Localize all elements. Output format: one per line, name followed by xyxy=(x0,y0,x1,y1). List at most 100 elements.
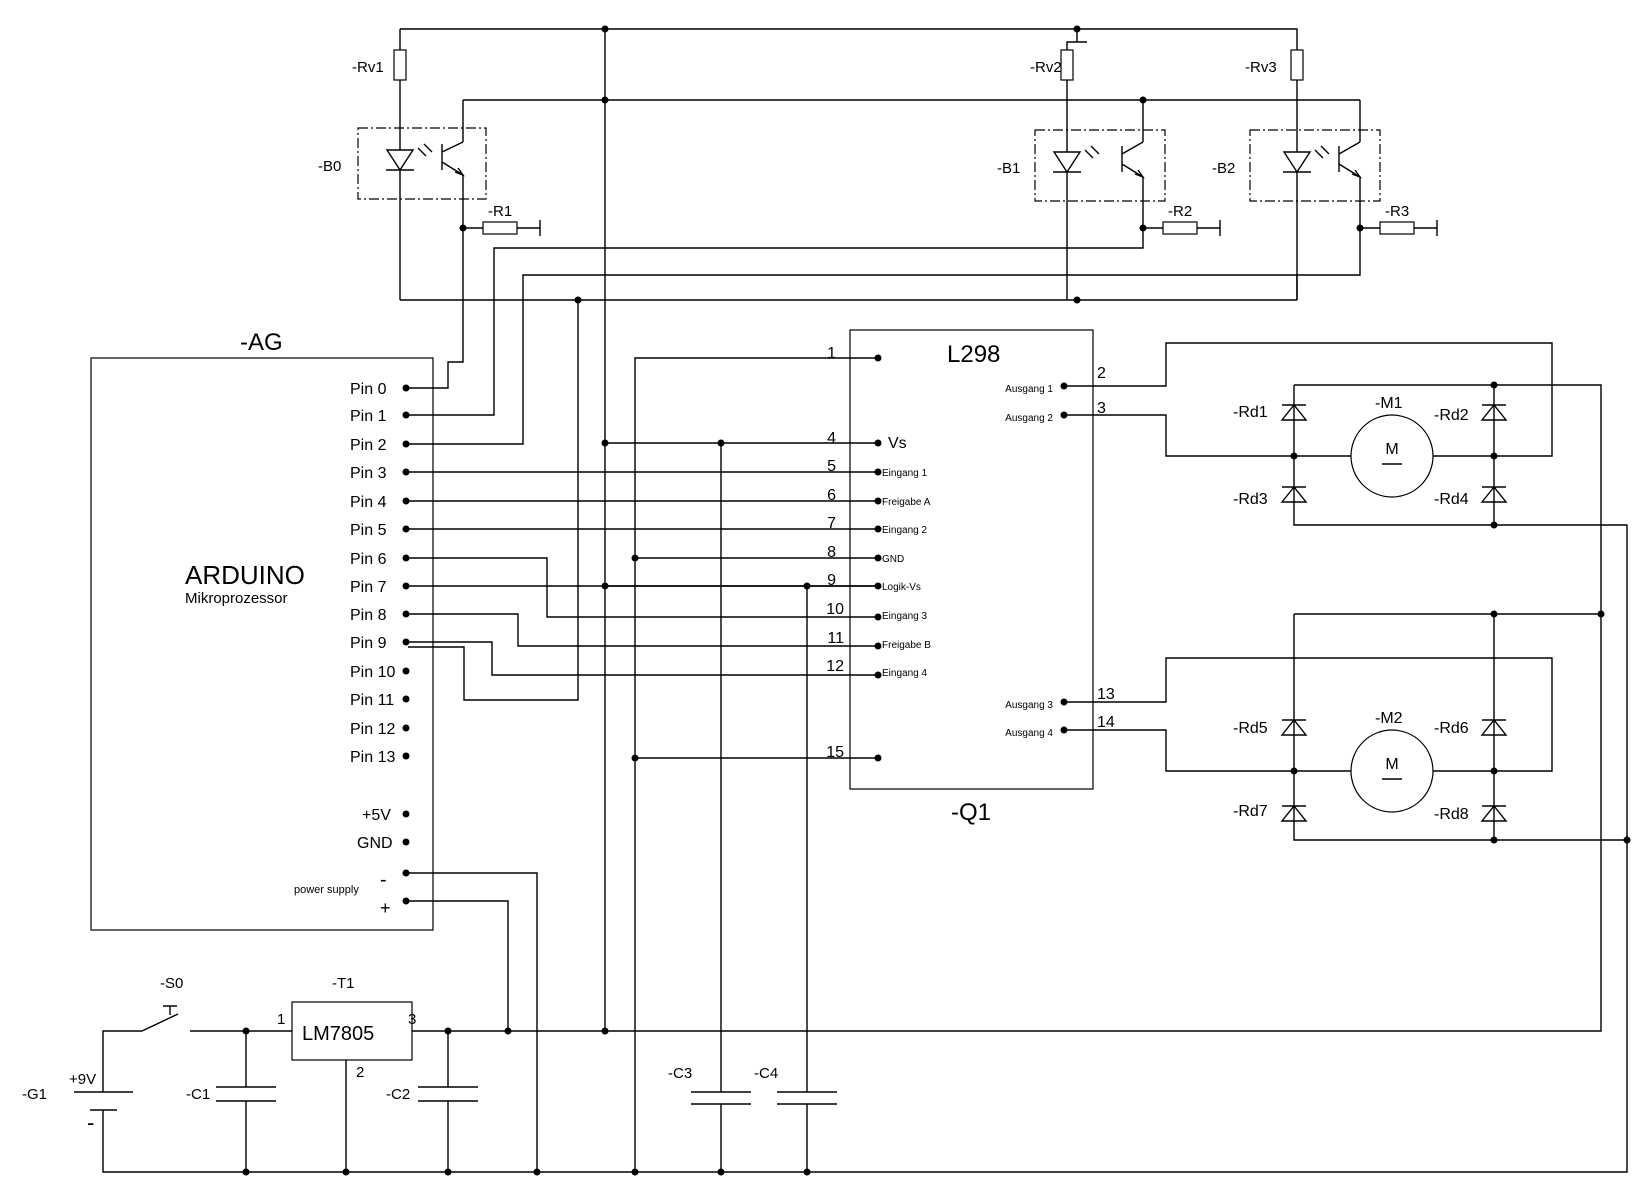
resistor-rv2 xyxy=(1060,49,1074,81)
pin-number: 2 xyxy=(1097,365,1106,382)
b1-label: -B1 xyxy=(997,160,1020,177)
rd4-label: -Rd4 xyxy=(1434,491,1469,508)
reg-pin-out: 3 xyxy=(408,1011,416,1028)
arduino-pin-list: Pin 0 Pin 1 Pin 2 Pin 3 Pin 4 Pin 5 Pin … xyxy=(294,381,395,918)
pin-name: Freigabe B xyxy=(882,640,931,651)
pin-label: Pin 13 xyxy=(350,749,395,766)
pin-name: Ausgang 2 xyxy=(1005,413,1053,424)
pin-name: Logik-Vs xyxy=(882,582,921,593)
pin-label: Pin 10 xyxy=(350,664,395,681)
t1-label: -T1 xyxy=(332,975,355,992)
rd6-label: -Rd6 xyxy=(1434,720,1469,737)
optocoupler-b1 xyxy=(1034,129,1166,202)
arduino-body xyxy=(90,357,434,931)
m2-symbol: M xyxy=(1385,756,1398,773)
r2-label: -R2 xyxy=(1168,203,1192,220)
pin-number: 15 xyxy=(826,744,844,761)
l298-driver: L298 -Q1 1 4 5 6 7 8 9 10 11 12 15 Vs Ei… xyxy=(601,329,1115,1172)
gnd-label: GND xyxy=(357,835,393,852)
motor-m1 xyxy=(1350,414,1434,498)
optocoupler-b2 xyxy=(1249,129,1381,202)
control-wiring xyxy=(408,471,878,1172)
m1-label: -M1 xyxy=(1375,395,1403,412)
diodes-m2 xyxy=(1280,718,1508,822)
plus5v-label: +5V xyxy=(362,807,391,824)
pin-number: 3 xyxy=(1097,400,1106,417)
regulator-lm7805 xyxy=(291,1001,413,1061)
l298-title: L298 xyxy=(947,341,1000,368)
pin-number: 7 xyxy=(827,515,836,532)
power-section: -S0 -G1 +9V - -C1 LM7805 -T1 1 3 2 -C2 -… xyxy=(22,614,1628,1176)
c4-label: -C4 xyxy=(754,1065,778,1082)
motor1-bridge: M -M1 -Rd1 -Rd2 -Rd3 -Rd4 xyxy=(1064,342,1628,840)
l298-right-pins: Ausgang 1 Ausgang 2 Ausgang 3 Ausgang 4 … xyxy=(1005,365,1115,739)
pin-name: Eingang 2 xyxy=(882,525,927,536)
regulator-label: LM7805 xyxy=(302,1023,374,1045)
pin-label: Pin 11 xyxy=(350,692,394,709)
b2-label: -B2 xyxy=(1212,160,1235,177)
pin-number: 4 xyxy=(827,430,836,447)
pin-number: 9 xyxy=(827,572,836,589)
l298-left-pins: 1 4 5 6 7 8 9 10 11 12 15 Vs Eingang 1 F… xyxy=(826,345,931,762)
pin-label: Pin 4 xyxy=(350,494,387,511)
l298-designator: -Q1 xyxy=(951,799,991,826)
c1-label: -C1 xyxy=(186,1086,210,1103)
switch-s0 xyxy=(141,1005,179,1032)
pin-label: Pin 3 xyxy=(350,465,387,482)
rd1-label: -Rd1 xyxy=(1233,404,1268,421)
pin-label: Pin 7 xyxy=(350,579,387,596)
resistor-r1 xyxy=(482,221,518,235)
battery-minus: - xyxy=(87,1110,94,1135)
pin-number: 5 xyxy=(827,458,836,475)
resistor-r2 xyxy=(1162,221,1198,235)
sensor-section: -Rv1 -Rv2 -Rv3 -B0 -B1 -B2 xyxy=(318,25,1438,1030)
pin-name: Ausgang 1 xyxy=(1005,384,1053,395)
resistor-r3 xyxy=(1379,221,1415,235)
pin-label: Pin 6 xyxy=(350,551,387,568)
g1-label: -G1 xyxy=(22,1086,47,1103)
opto-element-b1 xyxy=(1052,141,1145,300)
pin-label: Pin 9 xyxy=(350,635,387,652)
pin-number: 14 xyxy=(1097,714,1115,731)
arduino-title: ARDUINO xyxy=(185,560,305,590)
arduino-designator: -AG xyxy=(240,329,283,356)
pin-name: Eingang 1 xyxy=(882,468,927,479)
power-supply-label: power supply xyxy=(294,884,359,896)
pin-label: Pin 12 xyxy=(350,721,395,738)
resistor-rv3 xyxy=(1290,49,1304,81)
pin-number: 12 xyxy=(826,658,844,675)
pin-label: Pin 2 xyxy=(350,437,387,454)
pin-name: Eingang 4 xyxy=(882,668,927,679)
c3-label: -C3 xyxy=(668,1065,692,1082)
pin-number: 10 xyxy=(826,601,844,618)
pin-label: Pin 5 xyxy=(350,522,387,539)
pin-name: Ausgang 3 xyxy=(1005,700,1053,711)
pin-number: 1 xyxy=(827,345,836,362)
r3-label: -R3 xyxy=(1385,203,1409,220)
arduino-block: -AG ARDUINO Mikroprozessor Pin 0 Pin 1 P… xyxy=(90,329,434,931)
pin-number: 6 xyxy=(827,487,836,504)
rv2-label: -Rv2 xyxy=(1030,59,1062,76)
s0-label: -S0 xyxy=(160,975,183,992)
rd3-label: -Rd3 xyxy=(1233,491,1268,508)
pin-label: Pin 1 xyxy=(350,408,387,425)
c2-label: -C2 xyxy=(386,1086,410,1103)
arduino-pin-dots xyxy=(402,384,410,905)
rd7-label: -Rd7 xyxy=(1233,803,1268,820)
rv1-label: -Rv1 xyxy=(352,59,384,76)
m1-symbol: M xyxy=(1385,441,1398,458)
resistor-rv1 xyxy=(393,49,407,81)
pin-label: Pin 0 xyxy=(350,381,387,398)
pin-name: Freigabe A xyxy=(882,497,931,508)
pin-number: 11 xyxy=(827,630,844,647)
power-minus-label: - xyxy=(380,869,387,891)
l298-body xyxy=(849,329,1094,790)
pin-name: Ausgang 4 xyxy=(1005,728,1053,739)
pin-name: GND xyxy=(882,554,904,565)
reg-pin-gnd: 2 xyxy=(356,1064,364,1081)
pin-number: 8 xyxy=(827,544,836,561)
b0-label: -B0 xyxy=(318,158,341,175)
rd8-label: -Rd8 xyxy=(1434,806,1469,823)
rd5-label: -Rd5 xyxy=(1233,720,1268,737)
